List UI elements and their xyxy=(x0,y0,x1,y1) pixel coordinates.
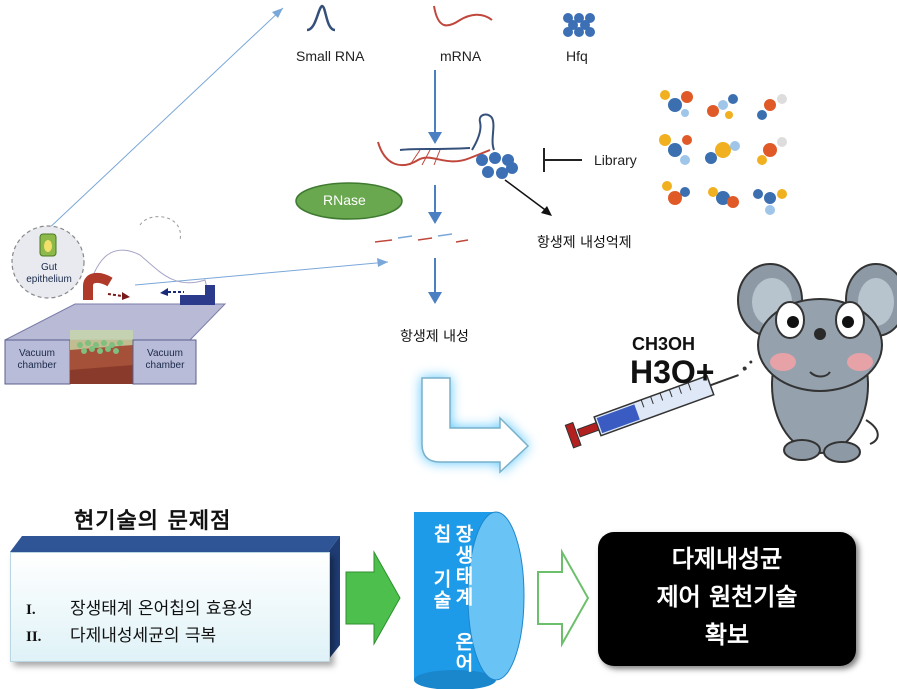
gut-epithelium-label: Gut epithelium xyxy=(26,262,72,285)
mouse-cartoon xyxy=(737,263,897,463)
chem-formula-top: CH3OH xyxy=(632,334,696,354)
mrna-label: mRNA xyxy=(440,48,482,64)
problem-item-1-number: I. xyxy=(26,602,36,618)
result-line-1: 다제내성균 xyxy=(671,545,783,573)
arrow-down-2 xyxy=(428,185,442,224)
hfq-label: Hfq xyxy=(566,48,588,64)
chip-to-top-arrow xyxy=(44,7,284,233)
arrow-down-3 xyxy=(428,258,442,304)
inhibit-resistance-label: 항생제 내성억제 xyxy=(537,235,632,251)
flow-arrow-1 xyxy=(345,550,401,646)
problems-box xyxy=(10,552,330,662)
mrna-icon xyxy=(433,5,493,27)
arrow-down-1 xyxy=(428,70,442,144)
hfq-icon xyxy=(563,13,595,37)
cylinder-label: 장생태계 온어칩 기술 xyxy=(430,524,474,674)
rnase-label: RNase xyxy=(323,192,366,208)
problem-item-1-text: 장생태계 온어칩의 효용성 xyxy=(70,599,253,619)
arrow-to-inhibit xyxy=(504,179,552,216)
problem-item-1: I. 장생태계 온어칩의 효용성 xyxy=(26,594,253,619)
problem-item-2: II. 다제내성세균의 극복 xyxy=(26,621,216,646)
problem-item-2-text: 다제내성세균의 극복 xyxy=(70,626,217,646)
molecule-library-icon xyxy=(659,90,787,215)
problems-title: 현기술의 문제점 xyxy=(74,509,232,534)
problem-item-2-number: II. xyxy=(26,629,42,645)
u-turn-arrow xyxy=(421,377,530,474)
result-line-2: 제어 원천기술 xyxy=(656,583,798,611)
chem-formula-main: H3O+ xyxy=(630,354,715,390)
result-box: 다제내성균 제어 원천기술 확보 xyxy=(598,532,856,666)
library-label: Library xyxy=(594,152,637,168)
syringe-icon xyxy=(564,360,753,449)
cylinder-shape xyxy=(414,511,525,689)
degraded-rna-fragments xyxy=(374,233,469,243)
vacuum-chamber-left-label: Vacuum chamber xyxy=(17,348,57,371)
small-rna-icon xyxy=(306,4,336,32)
rna-complex-icon xyxy=(377,113,518,179)
vacuum-chamber-right-label: Vacuum chamber xyxy=(145,348,185,371)
small-rna-label: Small RNA xyxy=(296,48,365,64)
resistance-label: 항생제 내성 xyxy=(400,329,469,345)
gut-chip-device xyxy=(4,216,227,385)
problem-header-bar xyxy=(10,536,340,552)
chip-to-rnase-arrow xyxy=(134,258,389,286)
result-line-3: 확보 xyxy=(704,621,750,649)
rnase-ellipse xyxy=(295,182,403,220)
library-inhibit-symbol xyxy=(543,148,582,172)
flow-arrow-2 xyxy=(537,548,590,648)
